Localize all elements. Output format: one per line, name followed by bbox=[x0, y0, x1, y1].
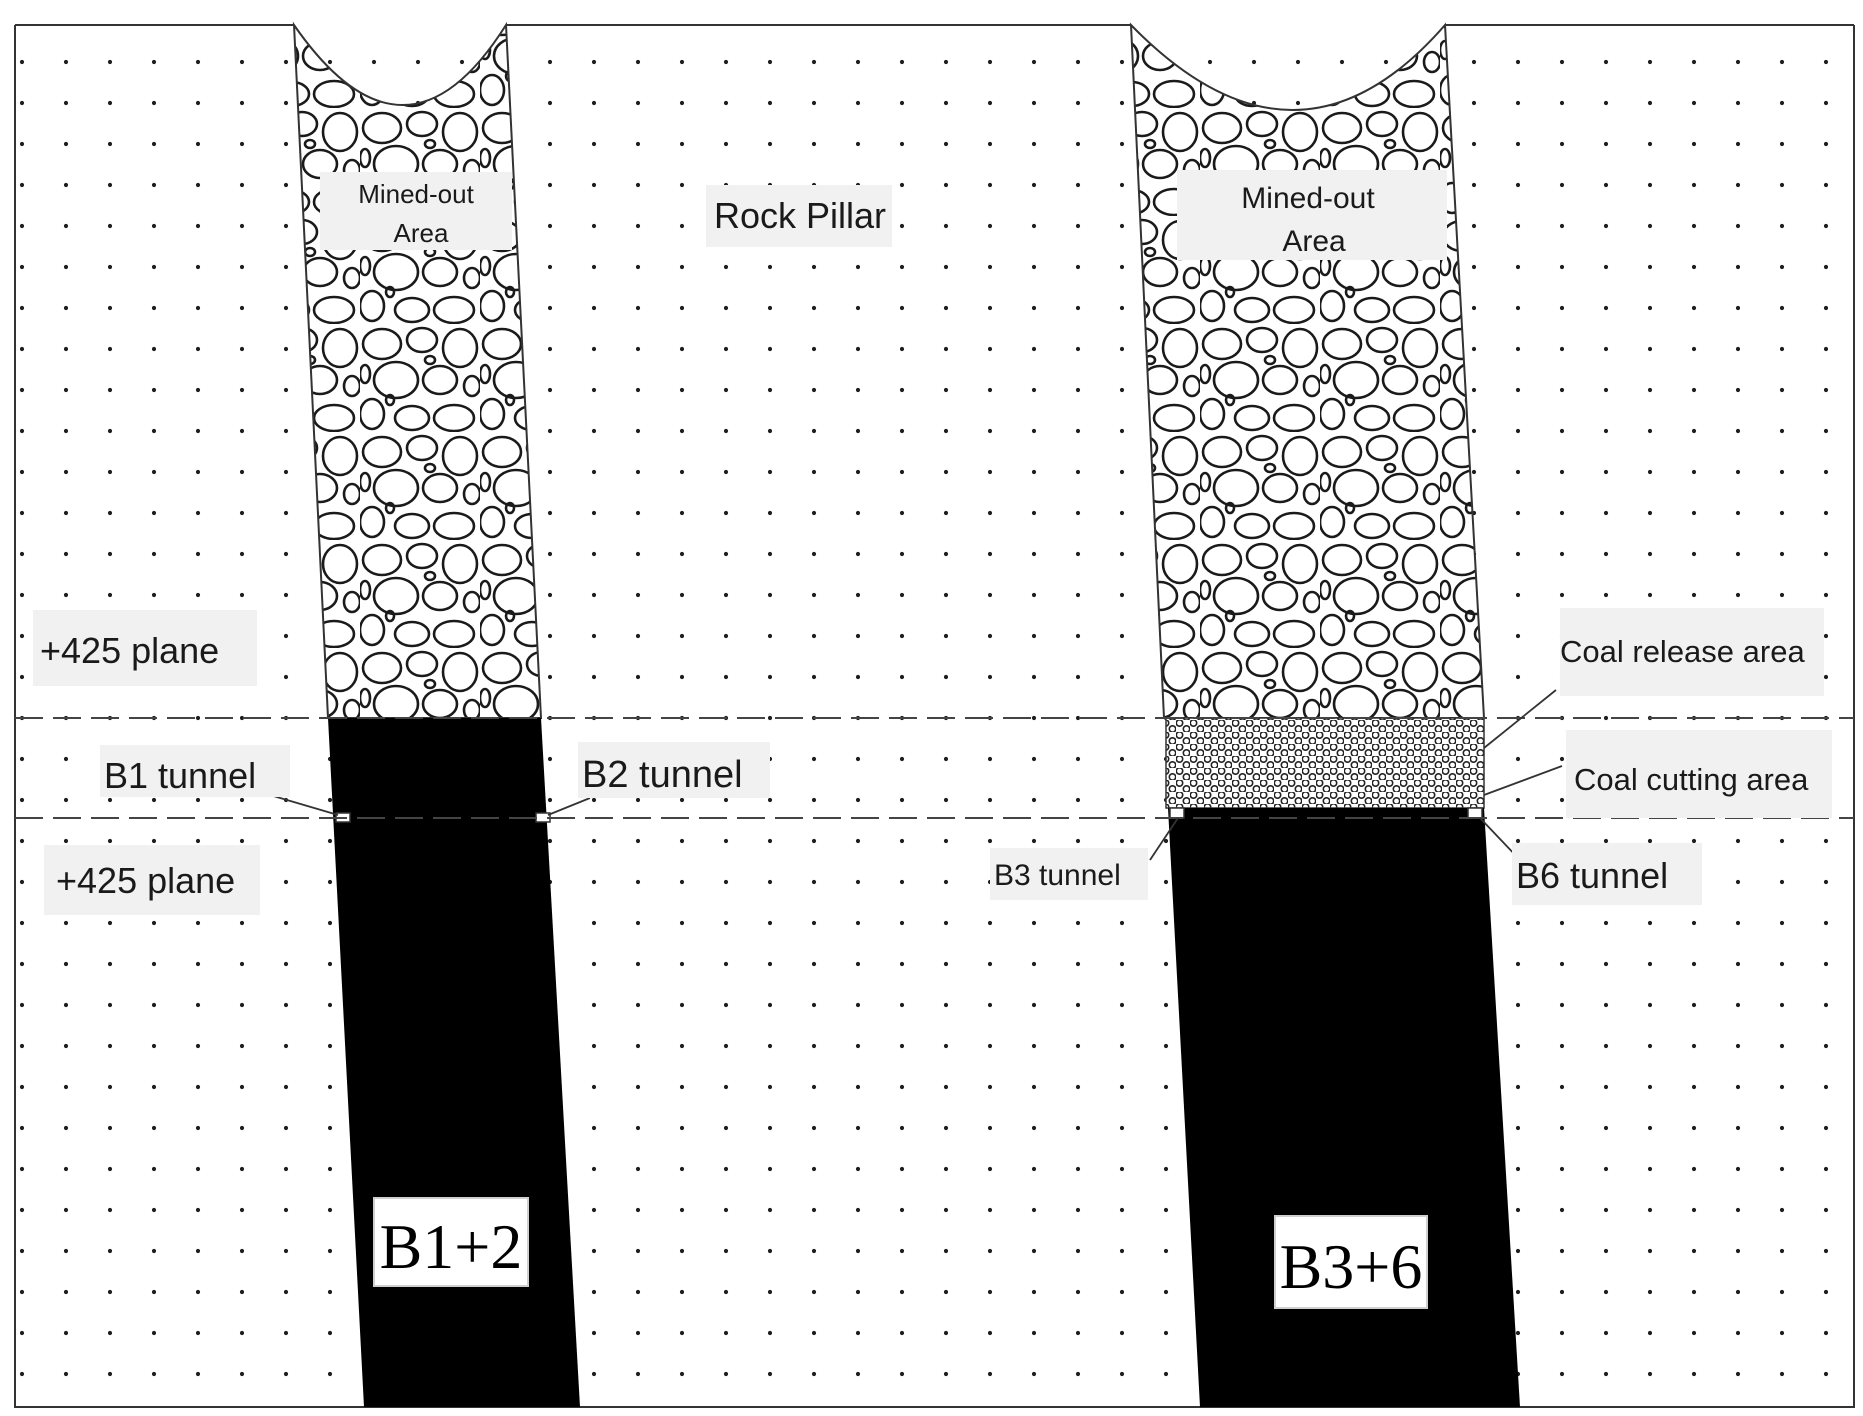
seam-left-label: B1+2 bbox=[380, 1211, 523, 1282]
coal-release-zone bbox=[1165, 717, 1485, 809]
mined-out-right-label-line1: Mined-out bbox=[1241, 182, 1375, 215]
b2-tunnel-label-box bbox=[578, 742, 770, 798]
plane-lower-label: +425 plane bbox=[56, 860, 235, 901]
coal-release-area-label: Coal release area bbox=[1560, 634, 1805, 669]
coal-cutting-area-label: Coal cutting area bbox=[1574, 762, 1809, 797]
b1-tunnel-label: B1 tunnel bbox=[104, 755, 256, 796]
seam-right-label: B3+6 bbox=[1280, 1231, 1423, 1302]
coal-release-label-box bbox=[1560, 608, 1824, 696]
plane-upper-label-box bbox=[33, 610, 257, 686]
mined-out-right-label-box bbox=[1177, 170, 1447, 260]
b3-tunnel-label: B3 tunnel bbox=[994, 859, 1121, 892]
rock-pillar-label-box bbox=[706, 185, 892, 247]
mined-out-area-right bbox=[1129, 22, 1486, 719]
coal-cutting-label-box bbox=[1566, 730, 1832, 818]
rock-mass-background bbox=[15, 25, 1854, 1407]
b1-tunnel-leader bbox=[269, 794, 339, 816]
b6-tunnel-marker bbox=[1467, 807, 1483, 819]
b3-tunnel-marker bbox=[1169, 807, 1185, 819]
b1-tunnel-label-box bbox=[100, 745, 290, 797]
mined-out-right-label-line2: Area bbox=[1282, 225, 1346, 258]
b6-tunnel-label: B6 tunnel bbox=[1516, 855, 1668, 896]
mined-out-left-label-box bbox=[320, 172, 512, 250]
mined-out-area-left bbox=[292, 21, 543, 719]
b2-tunnel-label: B2 tunnel bbox=[582, 754, 743, 796]
mined-out-left-label-line1: Mined-out bbox=[358, 179, 474, 209]
coal-release-leader bbox=[1483, 689, 1557, 749]
b6-tunnel-label-box bbox=[1512, 843, 1702, 905]
coal-seam-right bbox=[1168, 808, 1520, 1407]
plane-upper-label: +425 plane bbox=[40, 630, 219, 671]
b3-tunnel-label-box bbox=[990, 848, 1148, 900]
mined-out-left-label-line2: Area bbox=[394, 218, 449, 248]
seam-right-label-box bbox=[1274, 1215, 1428, 1309]
b3-tunnel-leader bbox=[1149, 817, 1179, 861]
rock-pillar-label: Rock Pillar bbox=[714, 195, 886, 236]
b2-tunnel-leader bbox=[547, 797, 591, 816]
coal-cutting-leader bbox=[1483, 765, 1563, 796]
seam-left-label-box bbox=[373, 1197, 529, 1287]
frame-outline bbox=[14, 25, 1855, 1408]
plane-lower-label-box bbox=[44, 845, 260, 915]
